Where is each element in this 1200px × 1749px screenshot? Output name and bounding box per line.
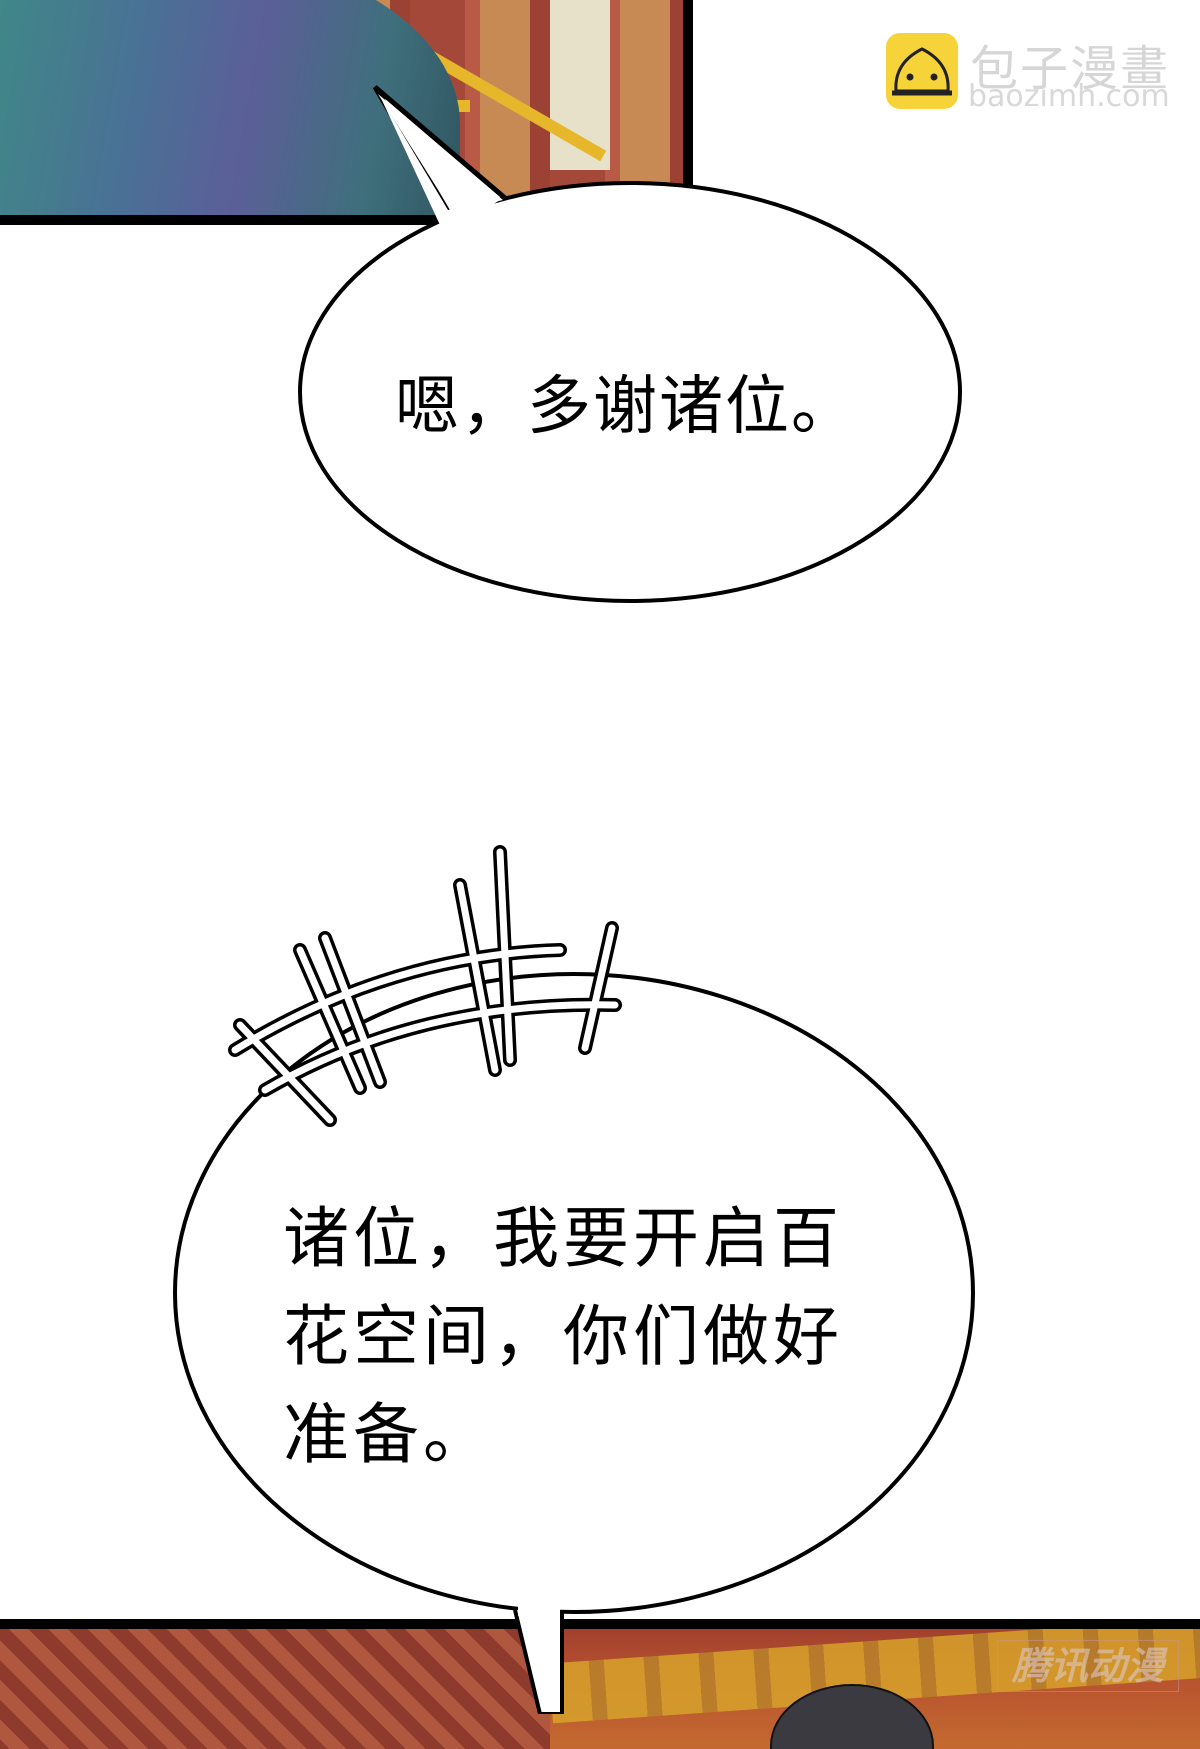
comic-panel-top (0, 0, 693, 225)
speech-bubble-1 (298, 85, 962, 603)
surprise-hash-marks-icon (228, 845, 622, 1127)
bubble-2-line-3: 准备。 (283, 1396, 493, 1473)
publisher-watermark: 腾讯动漫 (997, 1640, 1179, 1692)
speech-bubble-2 (173, 845, 975, 1714)
speech-bubbles-layer (173, 85, 975, 1714)
site-watermark: 包子漫畫 baozimh.com (886, 33, 1182, 114)
watermark-url: baozimh.com (968, 79, 1170, 114)
bubble-2-line-2: 花空间，你们做好 (283, 1298, 843, 1375)
character-robe (0, 0, 460, 215)
bubble-1-text: 嗯，多谢诸位。 (395, 370, 857, 444)
watermark-title: 包子漫畫 (970, 41, 1171, 97)
steamed-bun-logo-icon (886, 33, 958, 109)
bubble-2-line-1: 诸位，我要开启百 (283, 1200, 843, 1277)
